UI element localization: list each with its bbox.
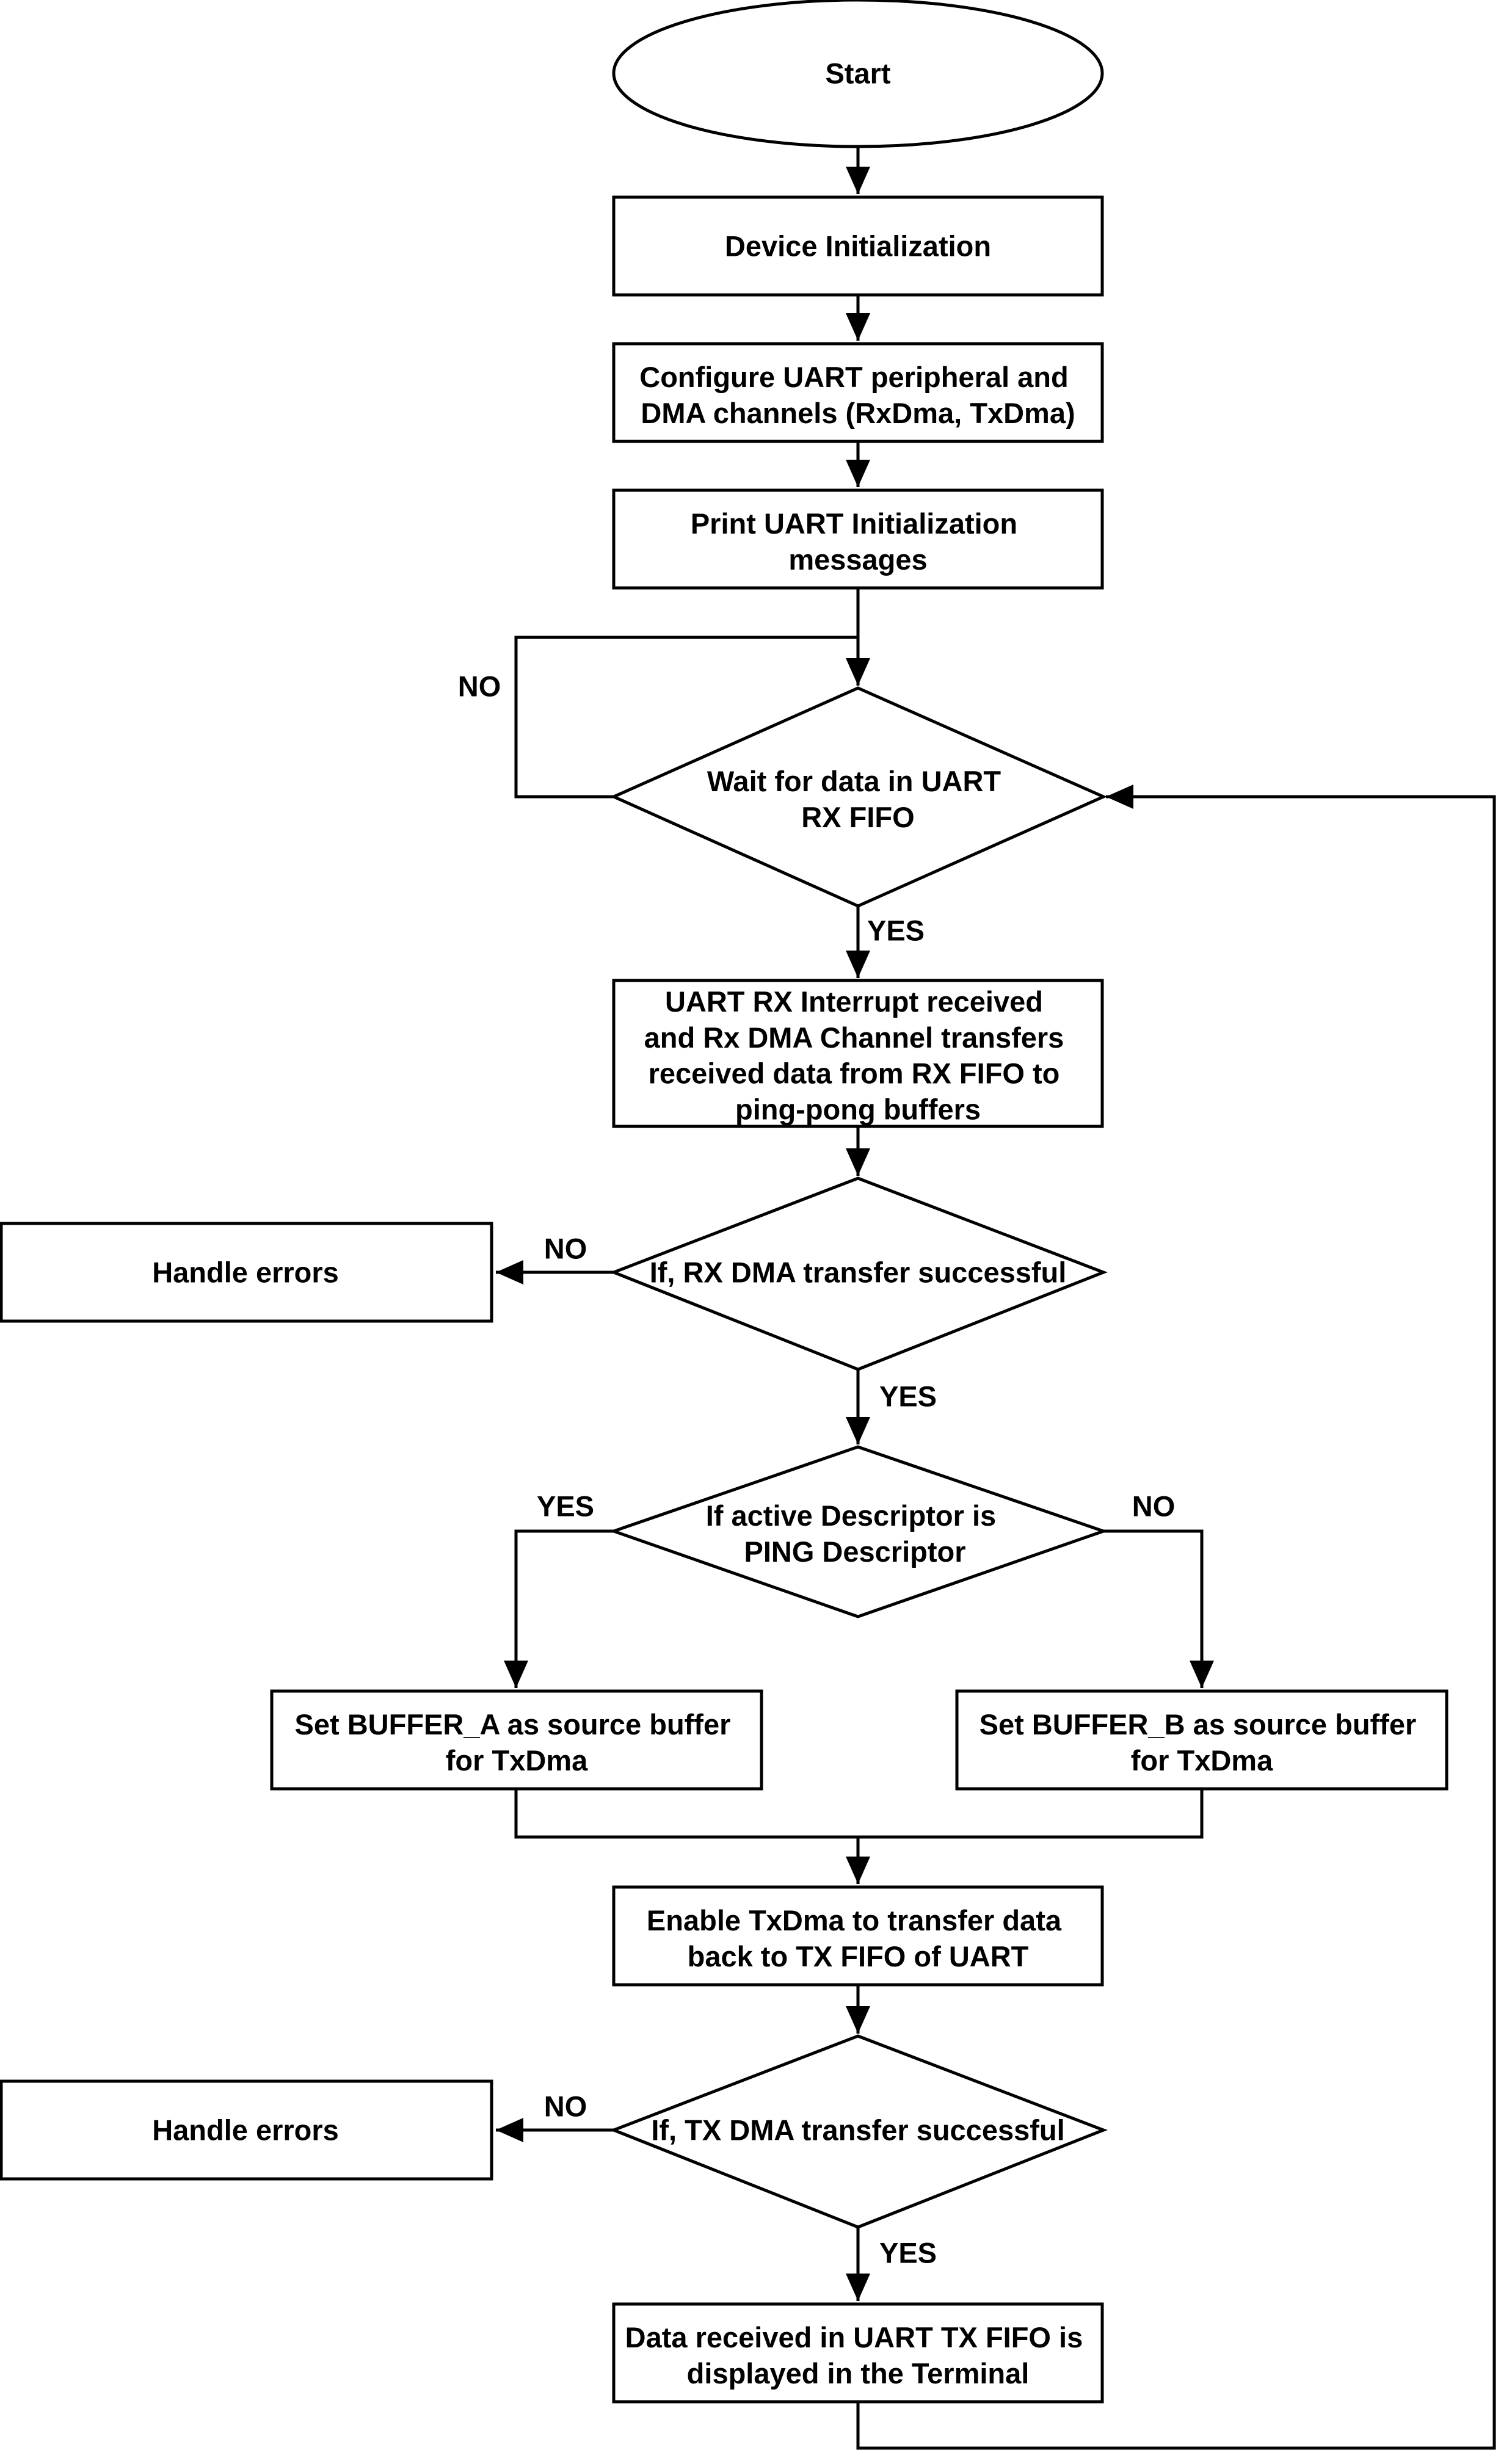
wait-data-diamond — [609, 686, 1108, 908]
descriptor-check-line-1: If active Descriptor is — [706, 1499, 996, 1532]
displayed-box — [612, 2302, 1104, 2404]
enable-txdma-line-2: back to TX FIFO of UART — [688, 1940, 1029, 1972]
tx-yes-label: YES — [879, 2237, 937, 2269]
handle-errors-tx-label: Handle errors — [152, 2114, 339, 2147]
device-init-node: Device Initialization — [612, 195, 1104, 297]
handle-errors-rx-box — [0, 1222, 493, 1323]
set-buffer-a-line-1: Set BUFFER_A as source buffer — [295, 1708, 731, 1741]
wait-data-node: Wait for data in UART RX FIFO — [609, 686, 1108, 908]
wait-data-line-2: RX FIFO — [801, 800, 914, 833]
displayed-node: Data received in UART TX FIFO is display… — [612, 2302, 1104, 2404]
tx-check-node: If, TX DMA transfer successful — [609, 2034, 1108, 2229]
handle-errors-tx-node: Handle errors — [0, 2079, 493, 2181]
tx-no-label: NO — [544, 2090, 587, 2123]
tx-check-diamond — [609, 2034, 1108, 2229]
arrow-wait-no-loop — [514, 636, 858, 799]
enable-txdma-node: Enable TxDma to transfer data back to TX… — [612, 1885, 1104, 1987]
displayed-line-1: Data received in UART TX FIFO is — [625, 2321, 1083, 2353]
set-buffer-a-line-2: for TxDma — [446, 1744, 588, 1776]
tx-check-label: If, TX DMA transfer successful — [651, 2114, 1064, 2147]
print-msgs-line-2: messages — [788, 543, 927, 575]
arrow-buffers-merge — [514, 1789, 1204, 1839]
connectors — [496, 147, 1496, 2450]
print-msgs-text: Print UART Initialization messages — [691, 507, 1025, 576]
displayed-text: Data received in UART TX FIFO is display… — [625, 2321, 1091, 2390]
rx-check-diamond — [609, 1176, 1108, 1371]
enable-txdma-box — [612, 1885, 1104, 1987]
descriptor-check-diamond — [609, 1445, 1108, 1618]
displayed-line-2: displayed in the Terminal — [687, 2357, 1030, 2389]
set-buffer-a-node: Set BUFFER_A as source buffer for TxDma — [270, 1689, 763, 1791]
arrow-desc-yes-to-buffer-a — [504, 1529, 614, 1688]
set-buffer-a-text: Set BUFFER_A as source buffer for TxDma — [295, 1708, 739, 1777]
set-buffer-b-line-2: for TxDma — [1131, 1744, 1273, 1776]
set-buffer-b-box — [955, 1689, 1448, 1791]
rx-no-label: NO — [544, 1233, 587, 1265]
wait-yes-label: YES — [867, 915, 925, 947]
edge-labels: NO YES NO YES YES NO NO YES — [458, 670, 1176, 2269]
desc-no-label: NO — [1132, 1490, 1176, 1523]
set-buffer-a-box — [270, 1689, 763, 1791]
set-buffer-b-node: Set BUFFER_B as source buffer for TxDma — [955, 1689, 1448, 1791]
print-msgs-box — [612, 488, 1104, 590]
descriptor-check-node: If active Descriptor is PING Descriptor — [609, 1445, 1108, 1618]
rx-interrupt-line-4: ping-pong buffers — [735, 1093, 981, 1125]
rx-interrupt-text: UART RX Interrupt received and Rx DMA Ch… — [644, 985, 1072, 1125]
print-msgs-line-1: Print UART Initialization — [691, 507, 1017, 540]
arrow-desc-no-to-buffer-b — [1103, 1529, 1214, 1688]
start-oval — [612, 0, 1104, 148]
descriptor-check-line-2: PING Descriptor — [744, 1535, 965, 1567]
wait-data-text: Wait for data in UART RX FIFO — [707, 765, 1009, 833]
rx-yes-label: YES — [879, 1380, 937, 1413]
rx-check-node: If, RX DMA transfer successful — [609, 1176, 1108, 1371]
descriptor-check-text: If active Descriptor is PING Descriptor — [706, 1499, 1004, 1568]
rx-interrupt-line-3: received data from RX FIFO to — [649, 1057, 1060, 1090]
print-msgs-node: Print UART Initialization messages — [612, 488, 1104, 590]
handle-errors-tx-box — [0, 2079, 493, 2181]
rx-check-label: If, RX DMA transfer successful — [650, 1256, 1067, 1289]
configure-node: Configure UART peripheral and DMA channe… — [612, 342, 1104, 443]
wait-data-line-1: Wait for data in UART — [707, 765, 1001, 797]
start-label: Start — [825, 57, 890, 90]
rx-interrupt-line-2: and Rx DMA Channel transfers — [644, 1021, 1064, 1054]
arrow-displayed-loop-back — [856, 784, 1496, 2450]
handle-errors-rx-label: Handle errors — [152, 1256, 339, 1289]
start-node: Start — [612, 0, 1104, 148]
rx-interrupt-node: UART RX Interrupt received and Rx DMA Ch… — [612, 979, 1104, 1128]
device-init-label: Device Initialization — [725, 230, 991, 263]
handle-errors-rx-node: Handle errors — [0, 1222, 493, 1323]
enable-txdma-text: Enable TxDma to transfer data back to TX… — [647, 1904, 1069, 1973]
wait-no-label: NO — [458, 670, 501, 703]
configure-line-1: Configure UART peripheral and — [639, 361, 1068, 393]
rx-interrupt-box — [612, 979, 1104, 1128]
rx-interrupt-line-1: UART RX Interrupt received — [665, 985, 1043, 1018]
device-init-box — [612, 195, 1104, 297]
configure-line-2: DMA channels (RxDma, TxDma) — [641, 396, 1075, 429]
set-buffer-b-text: Set BUFFER_B as source buffer for TxDma — [980, 1708, 1425, 1777]
enable-txdma-line-1: Enable TxDma to transfer data — [647, 1904, 1062, 1937]
desc-yes-label: YES — [537, 1490, 594, 1523]
configure-text: Configure UART peripheral and DMA channe… — [639, 361, 1077, 429]
configure-box — [612, 342, 1104, 443]
set-buffer-b-line-1: Set BUFFER_B as source buffer — [980, 1708, 1417, 1741]
